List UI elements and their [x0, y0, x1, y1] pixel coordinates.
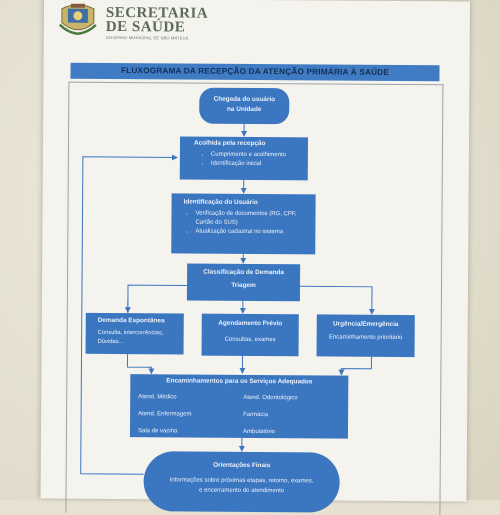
- service-item: Ambulatório: [243, 424, 297, 441]
- node-urgencia-emergencia: Urgência/Emergência Encaminhamento prior…: [317, 314, 415, 357]
- arrow-to-urgencia: [300, 286, 372, 314]
- node-chegada: Chegada do usuário na Unidade: [199, 88, 289, 125]
- node-identificacao-item: Verificação de documentos (RG, CPF, Cart…: [195, 210, 309, 229]
- node-agendamento-previo: Agendamento Prévio Consultas, exames: [202, 314, 299, 357]
- service-item: Farmácia: [243, 407, 297, 424]
- branch-left: [128, 285, 187, 313]
- node-chegada-line2: na Unidade: [199, 106, 289, 114]
- node-classificacao-line1: Classificação de Demanda: [187, 269, 300, 277]
- node-agendamento-text: Consultas, exames: [202, 337, 299, 344]
- node-agendamento-title: Agendamento Prévio: [202, 320, 299, 328]
- node-encaminhamentos: Encaminhamentos para os Serviços Adequad…: [130, 374, 348, 439]
- service-item: Sala de vacina: [138, 423, 243, 441]
- node-orientacoes-finais: Orientações Finais Informações sobre pró…: [143, 451, 339, 512]
- arrow-urgencia-encaminhamentos: [341, 357, 371, 375]
- node-encaminhamentos-title: Encaminhamentos para os Serviços Adequad…: [138, 377, 340, 385]
- node-acolhida-title: Acolhida pela recepção: [194, 140, 302, 148]
- service-item: Atend. Enfermagem: [138, 406, 243, 424]
- node-urgencia-title: Urgência/Emergência: [325, 320, 407, 328]
- encaminhamentos-col2: Atend. Odontológico Farmácia Ambulatório: [243, 390, 298, 441]
- node-espontanea-text: Consulta, intercorrências, Dúvidas...: [98, 329, 179, 348]
- node-identificacao-item: Atualização cadastral no sistema: [195, 228, 309, 238]
- node-orientacoes-title: Orientações Finais: [144, 461, 340, 469]
- node-demanda-espontanea: Demanda Espontânea Consulta, intercorrên…: [86, 313, 184, 355]
- node-classificacao-line2: Triagem: [187, 282, 300, 290]
- node-identificacao: Identificação do Usuário Verificação de …: [171, 193, 315, 254]
- node-orientacoes-text2: e encerramento do atendimento: [144, 487, 340, 494]
- node-urgencia-text: Encaminhamento prioritário: [325, 333, 407, 343]
- node-identificacao-title: Identificação do Usuário: [184, 198, 310, 206]
- node-acolhida: Acolhida pela recepção Cumprimento e aco…: [180, 136, 308, 180]
- node-classificacao: Classificação de Demanda Triagem: [187, 264, 300, 302]
- service-item: Atend. Odontológico: [243, 390, 297, 407]
- flowchart-poster: SECRETARIA DE SAÚDE GOVERNO MUNICIPAL DE…: [41, 0, 470, 501]
- node-acolhida-item: Identificação inicial: [211, 160, 302, 170]
- node-chegada-line1: Chegada do usuário: [199, 96, 289, 104]
- node-espontanea-title: Demanda Espontânea: [98, 317, 179, 325]
- arrow-espontanea-encaminhamentos: [127, 354, 151, 373]
- node-orientacoes-text1: Informações sobre próximas etapas, retor…: [144, 477, 340, 484]
- encaminhamentos-col1: Atend. Médico Atend. Enfermagem Sala de …: [138, 389, 243, 441]
- service-item: Atend. Médico: [138, 389, 243, 407]
